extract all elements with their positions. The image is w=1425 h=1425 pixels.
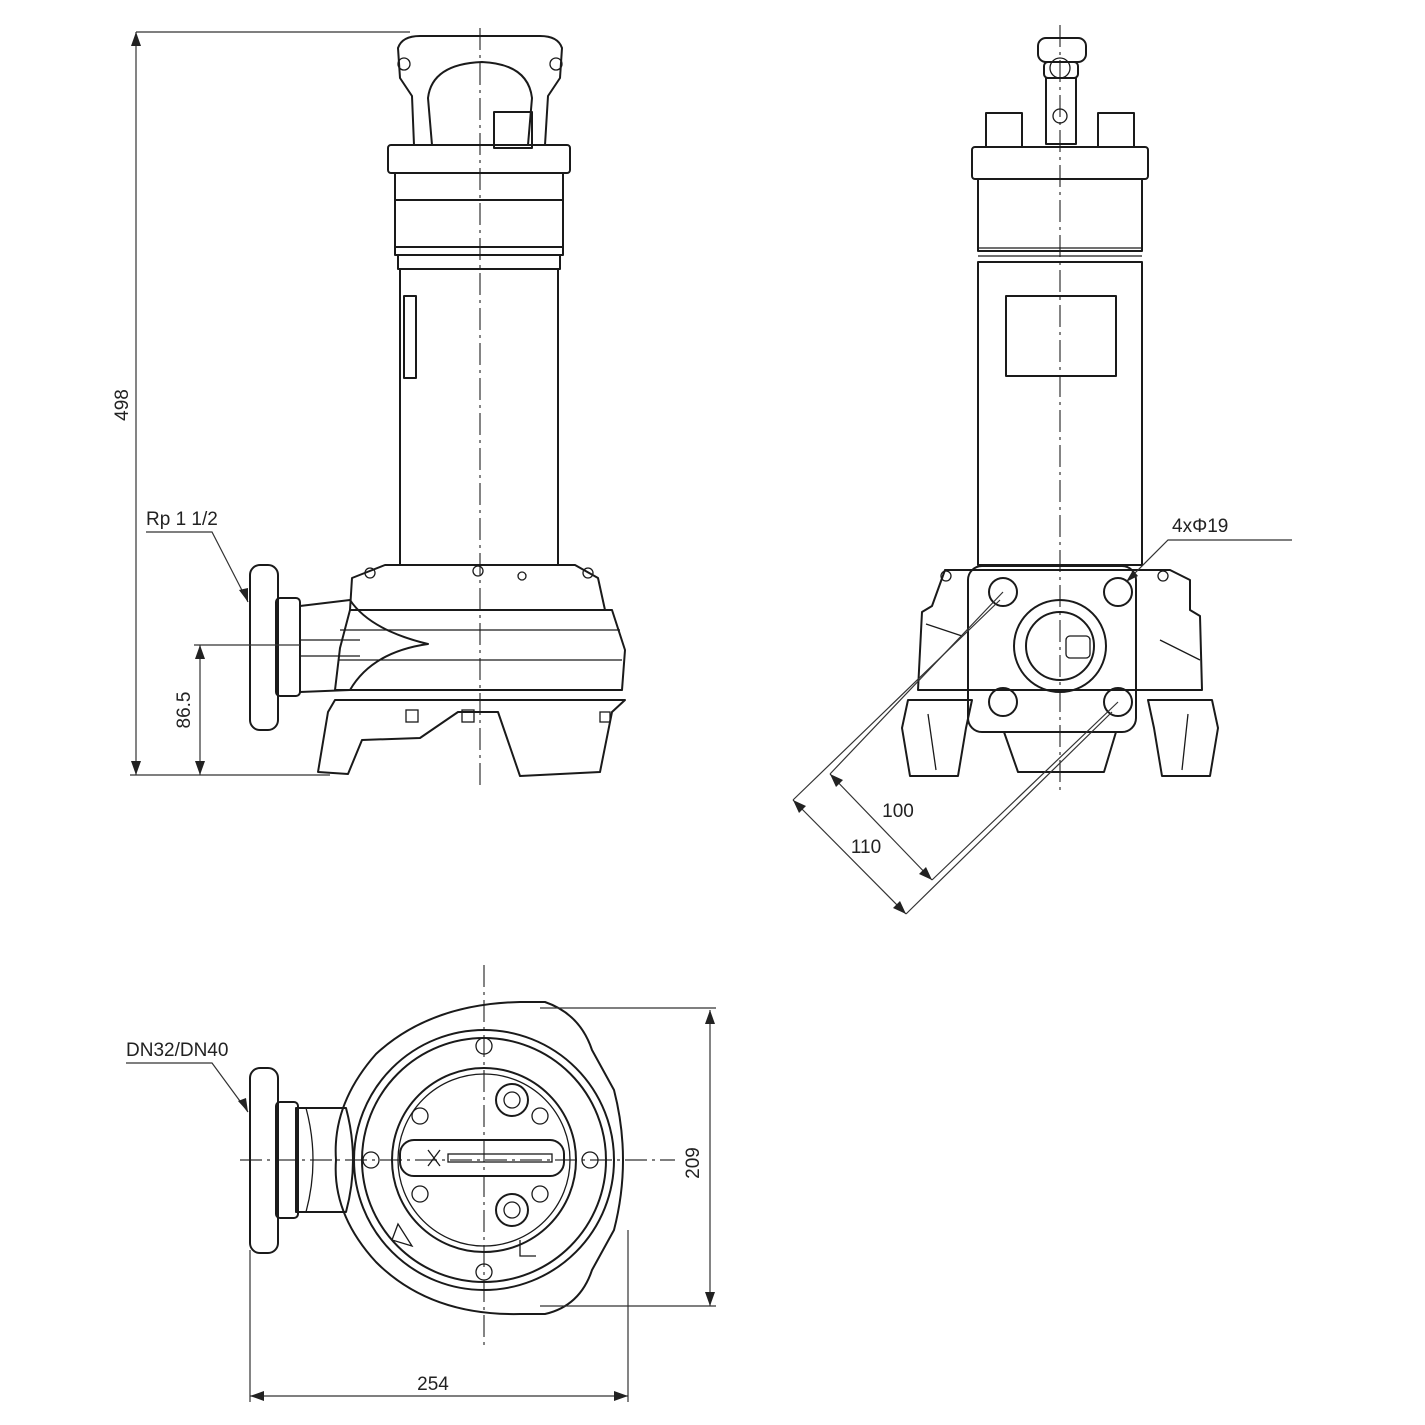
height-total-label: 498	[112, 389, 133, 421]
side-view	[249, 28, 626, 790]
bolt-circle-outer-label: 110	[851, 837, 881, 858]
holes-label: 4xΦ19	[1172, 516, 1228, 537]
depth-label: 209	[683, 1147, 704, 1179]
flange-label: DN32/DN40	[126, 1040, 228, 1061]
bolt-circle-inner-label: 100	[882, 801, 914, 822]
width-label: 254	[417, 1374, 449, 1395]
side-view-dimensions	[130, 31, 410, 776]
outlet-thread-label: Rp 1 1/2	[146, 509, 218, 530]
top-view	[240, 965, 675, 1350]
front-view	[901, 25, 1219, 792]
top-view-dimensions	[126, 1007, 716, 1402]
top-view-bolts	[362, 1037, 599, 1281]
front-view-dimensions	[792, 539, 1292, 915]
discharge-height-label: 86.5	[174, 692, 195, 729]
